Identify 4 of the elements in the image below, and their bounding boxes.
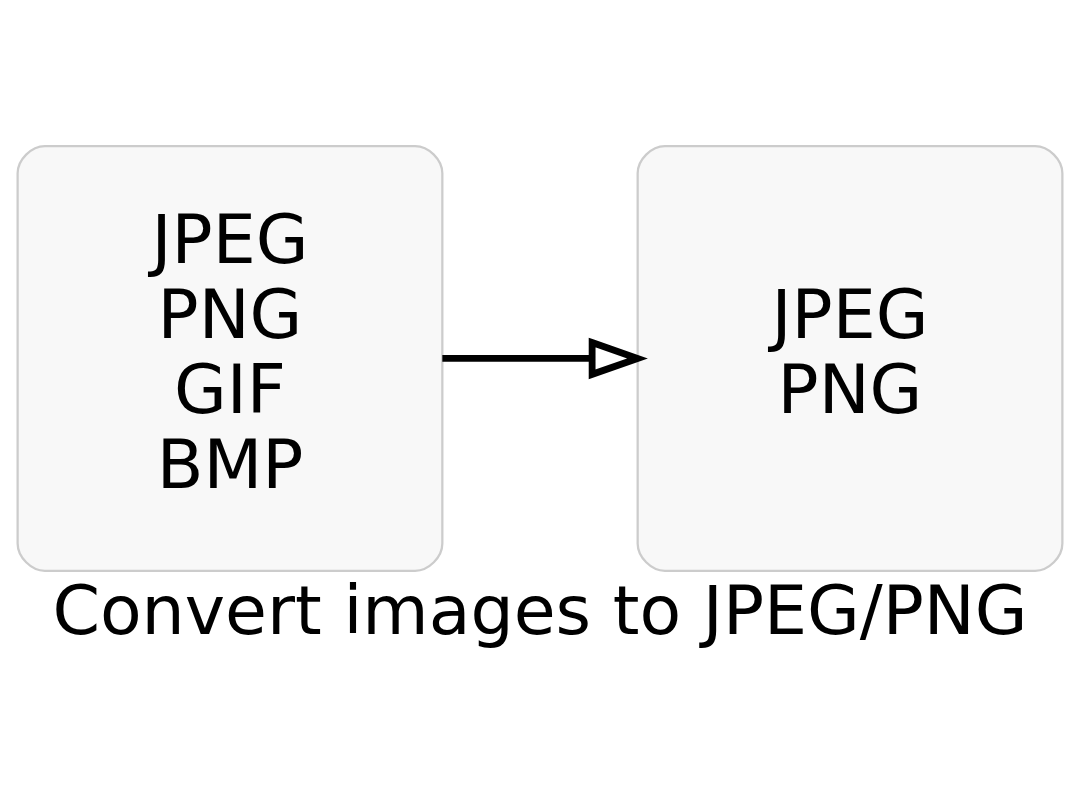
arrow xyxy=(442,337,648,380)
node-box: JPEG PNG GIF BMP xyxy=(16,144,444,572)
node-box: JPEG PNG xyxy=(636,144,1064,572)
caption: Convert images to JPEG/PNG xyxy=(52,571,1028,651)
